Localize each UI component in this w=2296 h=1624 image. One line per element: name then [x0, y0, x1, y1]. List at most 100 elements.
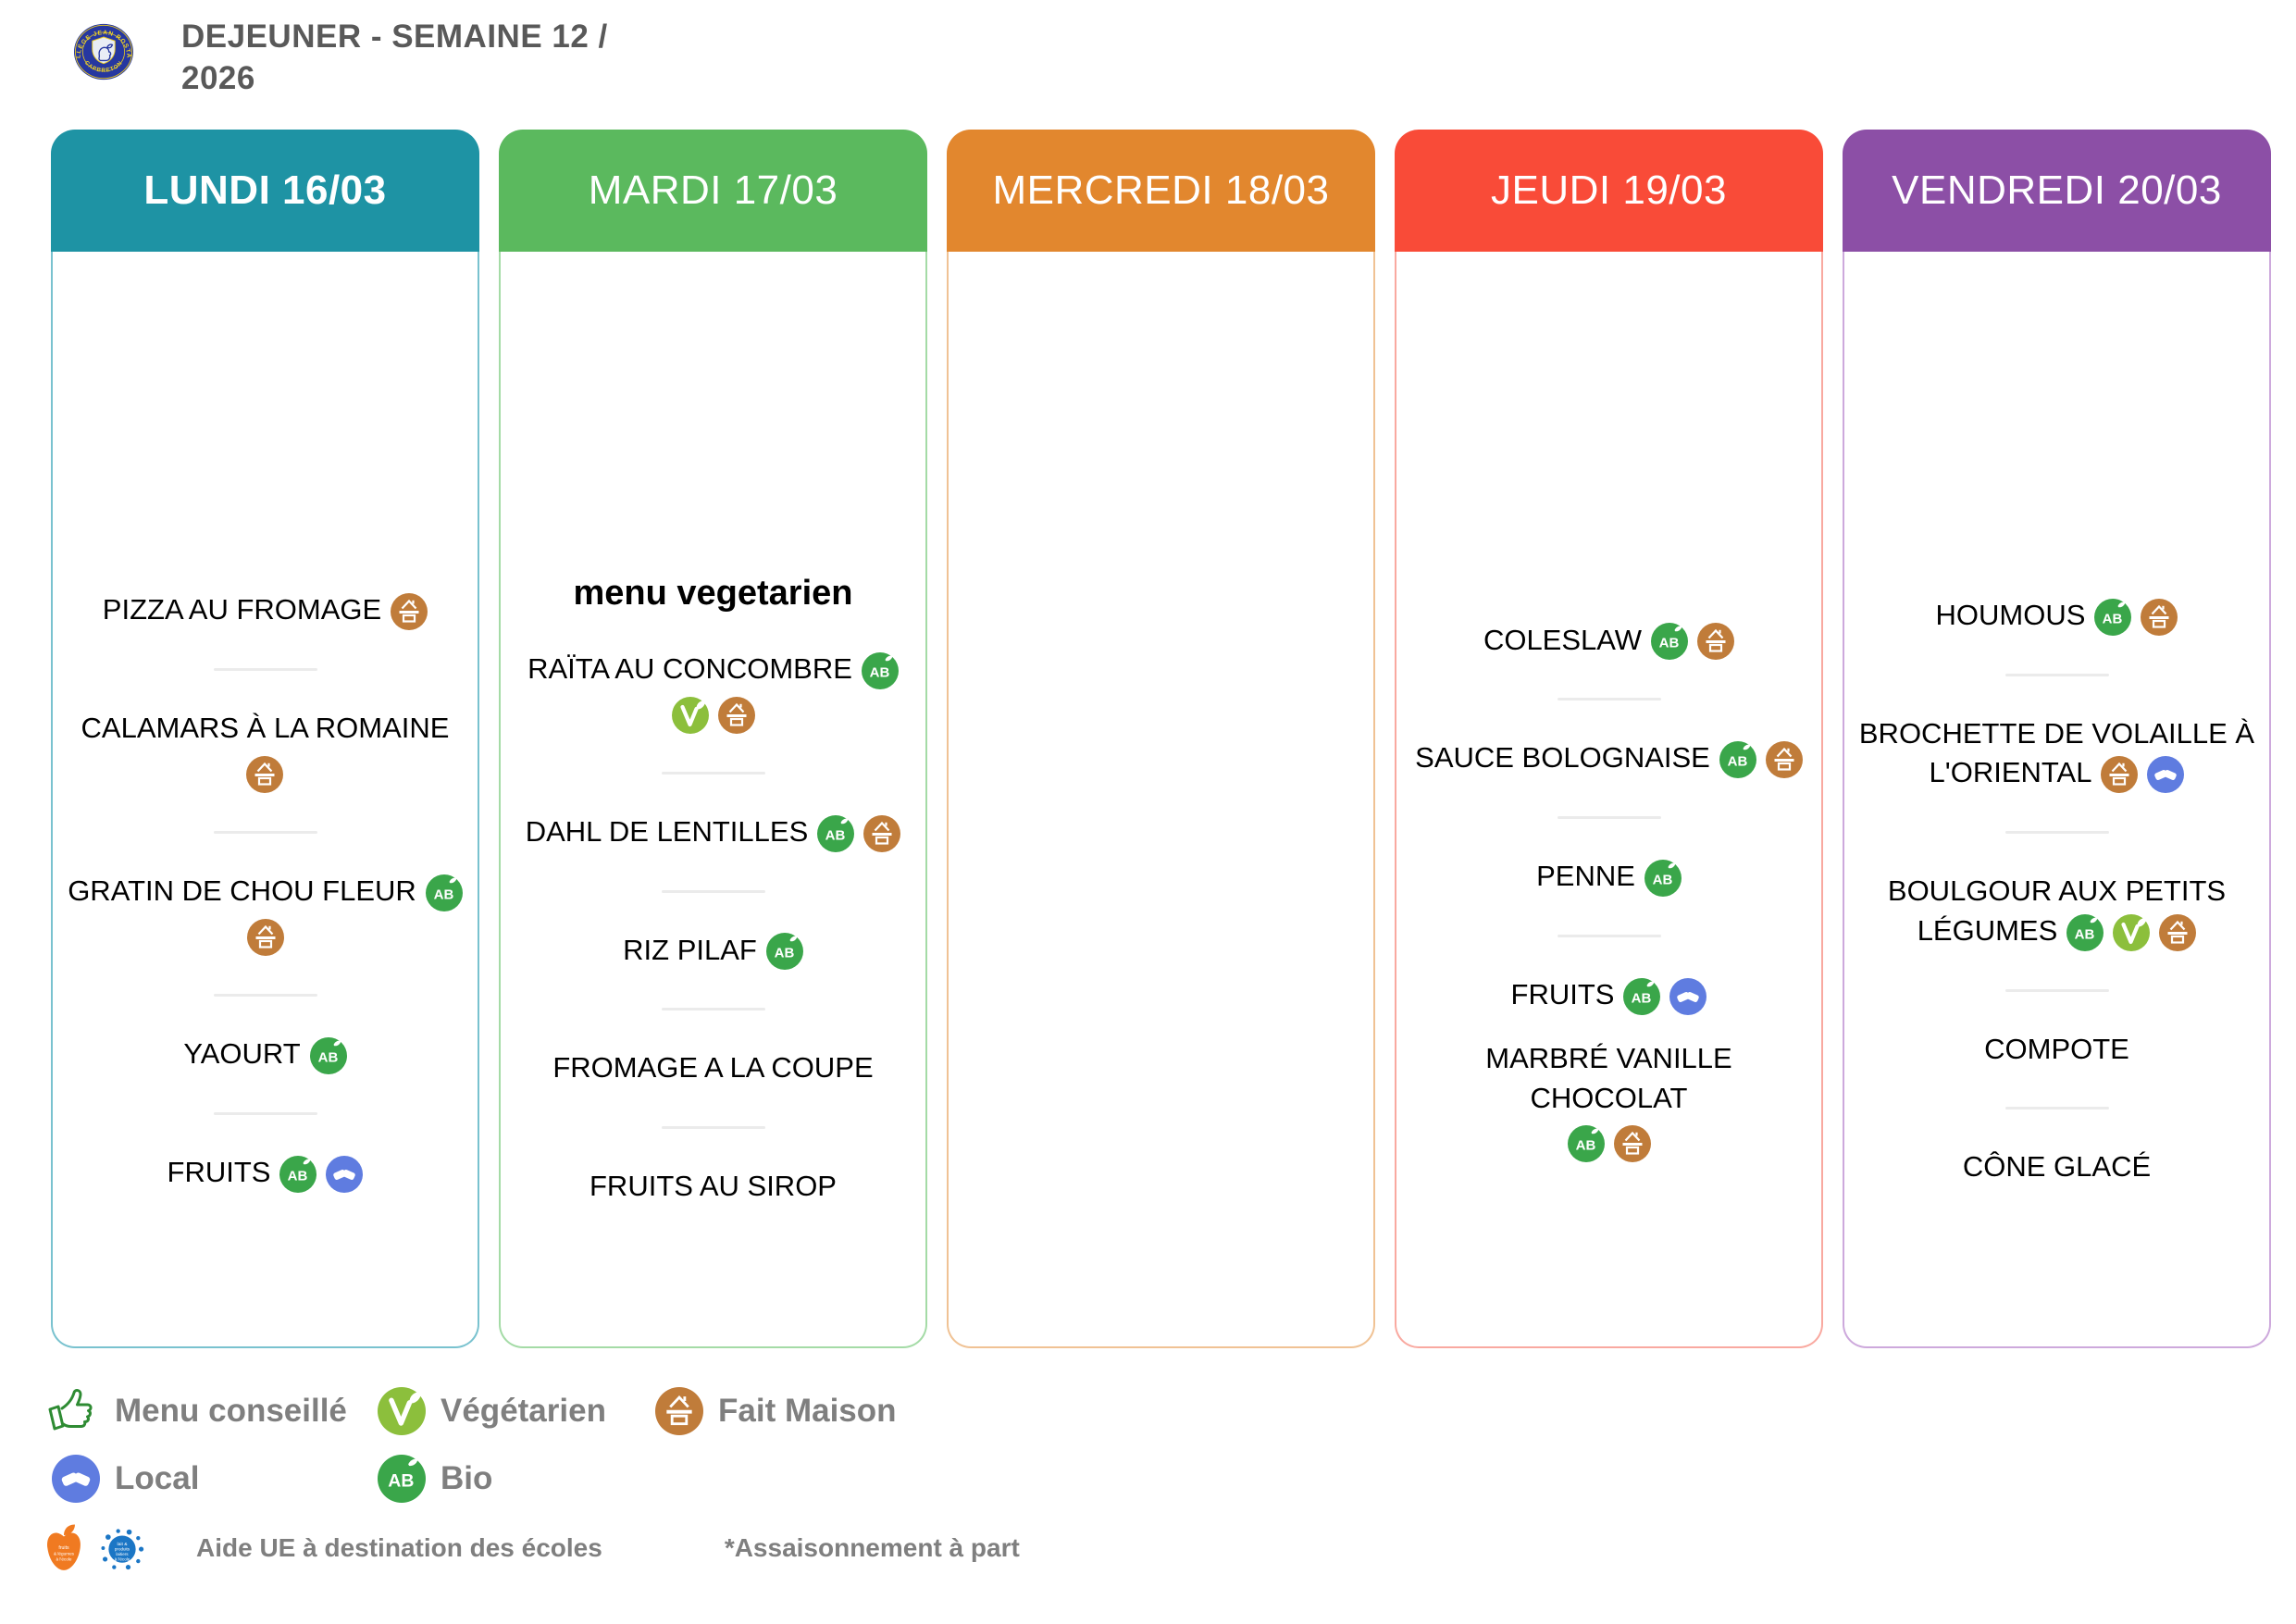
day-header-mercredi: MERCREDI 18/03 — [947, 130, 1375, 252]
divider — [1557, 935, 1661, 938]
menu-item: RIZ PILAF AB — [623, 919, 803, 983]
bio-icon: AB — [861, 651, 899, 689]
seasoning-note: *Assaisonnement à part — [724, 1533, 1020, 1562]
menu-item-label: RIZ PILAF — [623, 933, 757, 966]
menu-item: FROMAGE A LA COUPE — [552, 1036, 873, 1100]
menu-conseille-icon — [48, 1389, 93, 1431]
menu-item: BOULGOUR AUX PETITS LÉGUMES AB — [1855, 860, 2258, 963]
legend-fait-maison: Fait Maison — [646, 1384, 1020, 1438]
menu-item-badges — [527, 696, 899, 734]
menu-item-label: COMPOTE — [1984, 1032, 2129, 1065]
menu-item-label: MARBRÉ VANILLE CHOCOLAT — [1485, 1041, 1732, 1114]
divider — [2004, 1107, 2109, 1110]
menu-item: PIZZA AU FROMAGE — [103, 578, 428, 642]
eu-aid-row: fruits & légumes à l'école lait & produi… — [43, 1523, 1020, 1573]
school-logo: COLLÈGE JEAN ROSTAND CAPBRETON — [72, 22, 133, 81]
legend-label-bio: Bio — [441, 1460, 493, 1496]
bio-icon: AB — [378, 1455, 426, 1503]
menu-item-badges — [81, 756, 450, 794]
menu-item-label: CÔNE GLACÉ — [1962, 1150, 2152, 1184]
page-header: COLLÈGE JEAN ROSTAND CAPBRETON DEJEUNER … — [72, 17, 644, 100]
divider — [213, 1111, 317, 1115]
menu-item: DAHL DE LENTILLES AB — [526, 800, 901, 864]
menu-item-badges — [68, 918, 463, 956]
bio-icon: AB — [1719, 741, 1756, 779]
svg-text:& légumes: & légumes — [54, 1551, 75, 1556]
bio-icon: AB — [1651, 623, 1689, 661]
local-icon — [326, 1155, 364, 1193]
day-column-mercredi: MERCREDI 18/03 — [947, 130, 1375, 1348]
svg-text:à l'école: à l'école — [115, 1557, 130, 1562]
menu-note: menu vegetarien — [573, 574, 853, 614]
day-header-lundi: LUNDI 16/03 — [51, 130, 479, 252]
bio-icon: AB — [1644, 860, 1682, 898]
legend-vegetarien: Végétarien — [368, 1384, 646, 1438]
vegetarien-icon — [671, 696, 709, 734]
local-icon — [2147, 756, 2185, 794]
divider — [661, 771, 765, 775]
divider — [2004, 988, 2109, 992]
menu-item: BROCHETTE DE VOLAILLE À L'ORIENTAL — [1855, 702, 2258, 806]
menu-item: MARBRÉ VANILLE CHOCOLAT AB — [1408, 1027, 1810, 1175]
svg-text:AB: AB — [2103, 611, 2123, 626]
menu-item-label: YAOURT — [183, 1036, 301, 1070]
fait-maison-icon — [1697, 623, 1735, 661]
bio-icon: AB — [2094, 598, 2132, 636]
divider — [213, 668, 317, 672]
day-header-vendredi: VENDREDI 20/03 — [1843, 130, 2271, 252]
fait-maison-icon — [391, 593, 428, 631]
svg-text:AB: AB — [2075, 926, 2095, 942]
bio-icon: AB — [765, 933, 803, 971]
menu-item-label: PENNE — [1536, 860, 1635, 893]
legend-label-local: Local — [115, 1460, 200, 1496]
bio-icon: AB — [309, 1036, 347, 1074]
fait-maison-icon — [246, 918, 284, 956]
menu-item-label: CALAMARS À LA ROMAINE — [81, 712, 450, 745]
svg-text:AB: AB — [1632, 990, 1652, 1006]
legend: Menu conseillé Végétarien Fait Maison — [43, 1384, 1020, 1573]
svg-text:lait &: lait & — [117, 1542, 128, 1547]
menu-item-badges: AB — [1408, 1125, 1810, 1163]
divider — [2004, 831, 2109, 835]
fait-maison-icon — [2141, 598, 2178, 636]
local-icon — [52, 1455, 100, 1503]
menu-item-label: GRATIN DE CHOU FLEUR — [68, 874, 416, 908]
day-body-jeudi: COLESLAW AB SAUCE BOLOGNAISE AB PENNE AB… — [1395, 252, 1823, 1348]
menu-item-label: FROMAGE A LA COUPE — [552, 1051, 874, 1085]
svg-text:produits: produits — [115, 1547, 130, 1552]
menu-item: RAÏTA AU CONCOMBRE AB — [527, 638, 899, 746]
svg-text:laitiers: laitiers — [116, 1552, 129, 1556]
menu-item: HOUMOUS AB — [1936, 584, 2178, 648]
svg-text:AB: AB — [288, 1168, 308, 1184]
svg-text:AB: AB — [1728, 754, 1748, 770]
divider — [2004, 673, 2109, 676]
bio-icon: AB — [2066, 913, 2104, 951]
fait-maison-icon — [863, 814, 901, 852]
svg-text:AB: AB — [1659, 636, 1680, 651]
page-title: DEJEUNER - SEMAINE 12 / 2026 — [181, 19, 608, 96]
svg-text:AB: AB — [388, 1470, 414, 1491]
local-icon — [1669, 977, 1707, 1015]
fait-maison-icon — [1765, 741, 1803, 779]
fait-maison-icon — [655, 1387, 703, 1435]
menu-item-label: HOUMOUS — [1935, 598, 2086, 631]
divider — [213, 993, 317, 997]
svg-text:AB: AB — [317, 1049, 338, 1065]
svg-text:AB: AB — [870, 664, 890, 680]
menu-item-label: RAÏTA AU CONCOMBRE — [527, 652, 852, 686]
menu-item: SAUCE BOLOGNAISE AB — [1415, 726, 1803, 790]
day-body-mercredi — [947, 252, 1375, 1348]
svg-text:AB: AB — [1653, 873, 1673, 888]
svg-text:à l'école: à l'école — [56, 1557, 72, 1562]
bio-icon: AB — [1567, 1125, 1605, 1163]
menu-item: FRUITS AB — [1511, 963, 1707, 1027]
day-header-jeudi: JEUDI 19/03 — [1395, 130, 1823, 252]
menu-item: CALAMARS À LA ROMAINE — [81, 697, 450, 805]
svg-text:AB: AB — [825, 827, 846, 843]
svg-text:fruits: fruits — [58, 1545, 69, 1551]
day-header-mardi: MARDI 17/03 — [499, 130, 927, 252]
